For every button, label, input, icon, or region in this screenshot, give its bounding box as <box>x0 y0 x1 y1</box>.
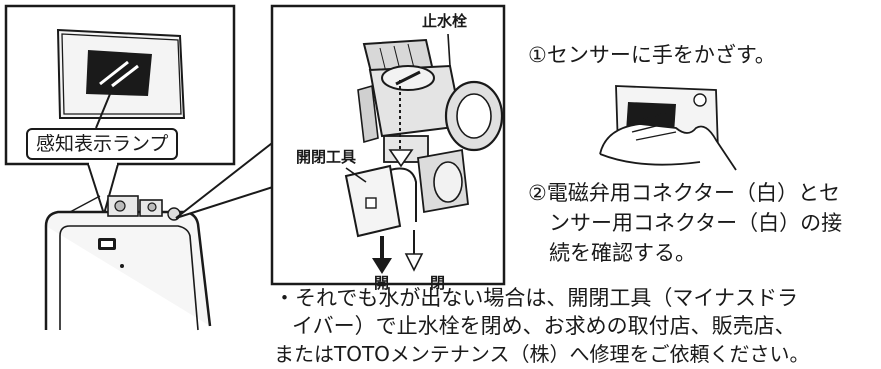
step-2-line-2: ンサー用コネクター（白）の接 <box>549 211 843 235</box>
lamp-leader-line <box>95 93 111 129</box>
close-label: 閉 <box>430 274 446 292</box>
tool-leader-line <box>345 167 367 183</box>
valve-leader-line <box>447 33 451 67</box>
step-2-line-3: 続を確認する。 <box>549 241 696 265</box>
valve-callout-panel: 止水栓 開閉工具 開 閉 <box>150 0 520 300</box>
valve-callout-pointer <box>175 137 277 219</box>
tool-label: 開閉工具 <box>296 148 357 166</box>
lamp-label: 感知表示ランプ <box>26 128 179 160</box>
sensor-plate-illustration <box>56 28 186 119</box>
note-line-2: イバー）で止水栓を閉め、お求めの取付店、販売店、 <box>292 314 796 338</box>
note-line-1: ・それでも水が出ない場合は、開閉工具（マイナスドラ <box>274 286 798 310</box>
note-line-3: またはTOTOメンテナンス（株）へ修理をご依頼ください。 <box>274 342 810 366</box>
step-2-line-1: ②電磁弁用コネクター（白）とセ <box>528 181 840 205</box>
hand-over-sensor-illustration <box>599 85 737 171</box>
step-1-text: ①センサーに手をかざす。 <box>528 43 776 67</box>
faucet-unit-illustration <box>44 195 212 331</box>
stop-valve-illustration <box>344 38 504 274</box>
valve-label: 止水栓 <box>422 12 468 30</box>
open-label: 開 <box>374 274 390 292</box>
lamp-callout-panel: 感知表示ランプ <box>0 0 240 369</box>
